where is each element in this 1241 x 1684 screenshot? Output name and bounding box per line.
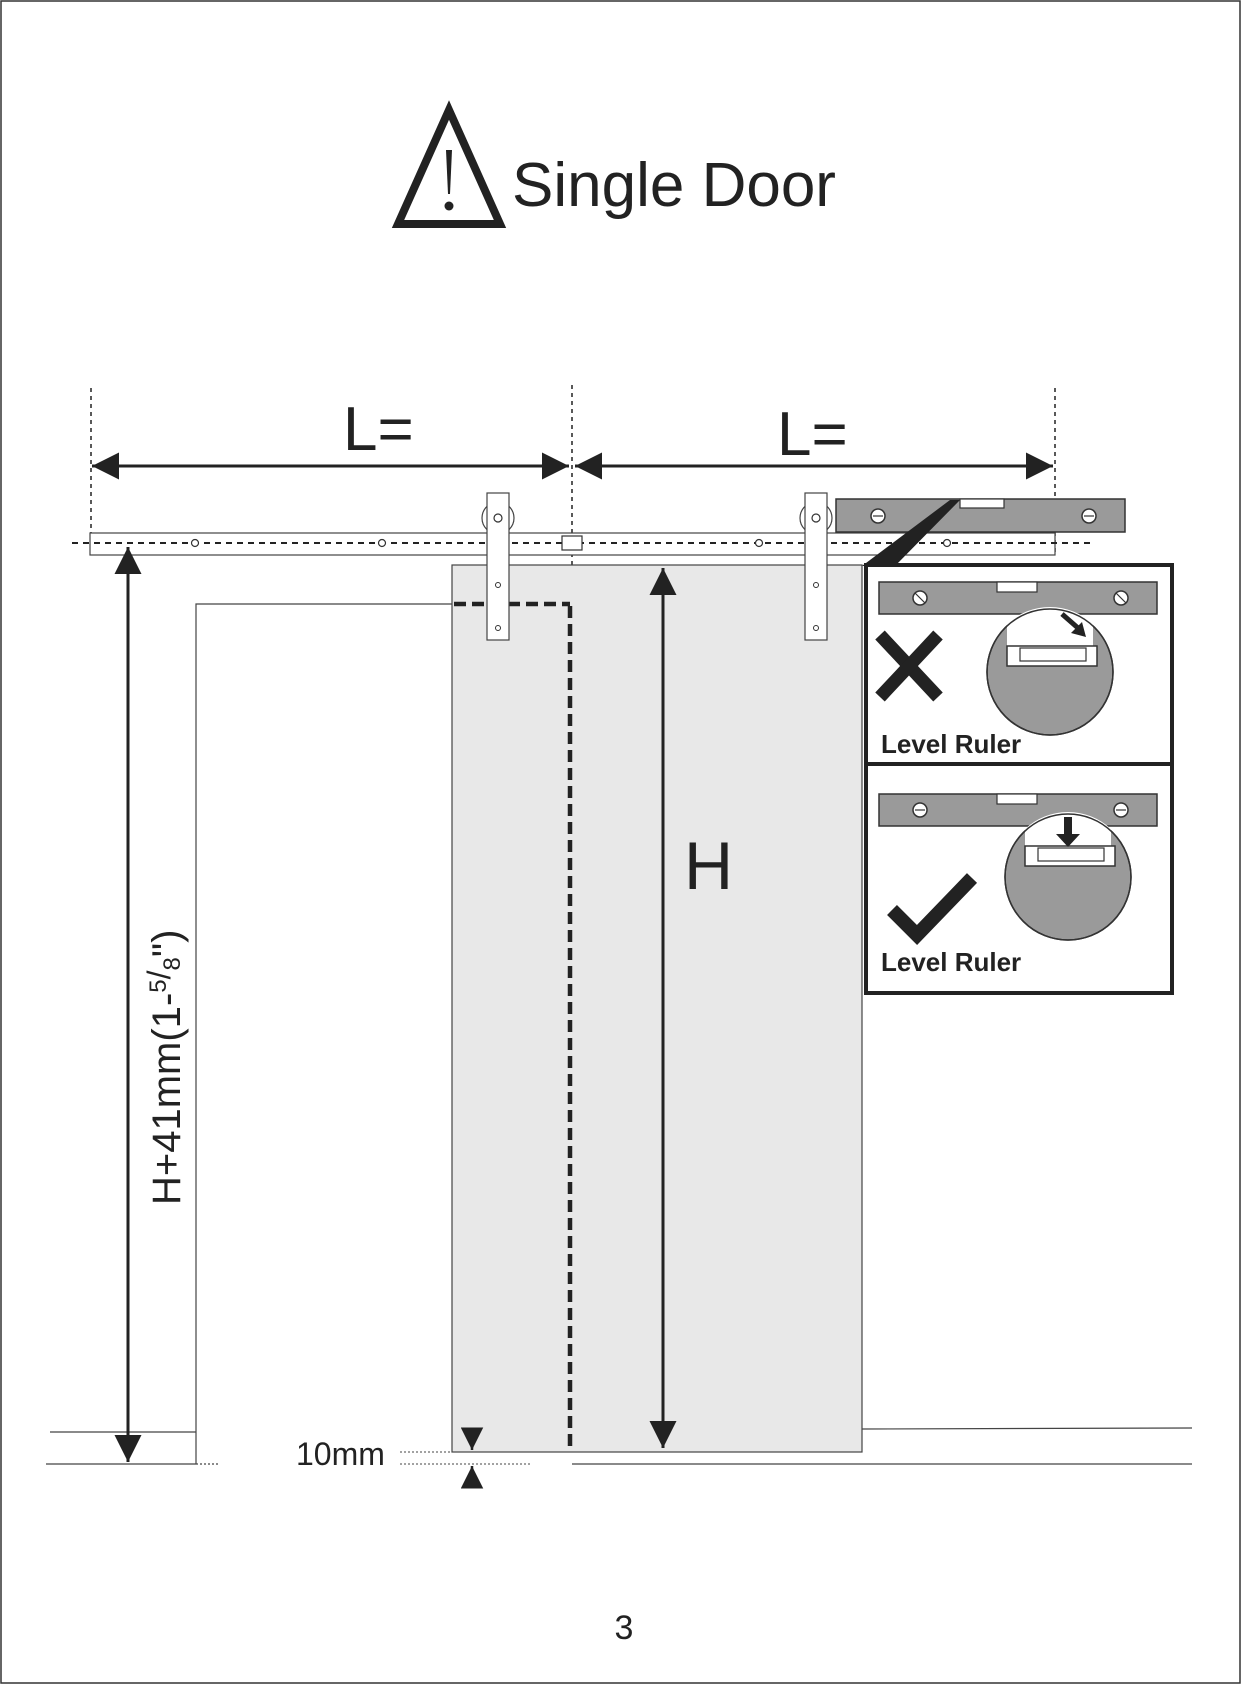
span-dimension: L= L= bbox=[90, 385, 1056, 1448]
door-panel bbox=[451, 564, 863, 1453]
door-height-dimension: H bbox=[649, 568, 733, 1448]
page-title: Single Door bbox=[512, 151, 836, 220]
left-span-label: L= bbox=[343, 395, 414, 464]
checkmark-icon bbox=[887, 873, 978, 945]
total-height-label: H+41mm(1-5/8") bbox=[141, 930, 189, 1205]
level-ruler-callout: Level Ruler Level Ruler bbox=[864, 563, 1174, 995]
level-ruler-on-track bbox=[835, 498, 1126, 566]
hanger-left bbox=[481, 492, 515, 641]
hanger-right bbox=[799, 492, 833, 641]
right-span-label: L= bbox=[777, 400, 848, 469]
level-ruler-label-wrong: Level Ruler bbox=[881, 729, 1021, 759]
opening-edge-dashed bbox=[454, 601, 573, 1450]
level-ruler-panel-correct: Level Ruler bbox=[878, 793, 1158, 977]
floor-gap-dimension: 10mm bbox=[296, 1427, 530, 1489]
floor-gap-label: 10mm bbox=[296, 1436, 385, 1472]
level-ruler-label-correct: Level Ruler bbox=[881, 947, 1021, 977]
total-height-dimension: H+41mm(1-5/8") bbox=[114, 547, 189, 1462]
level-ruler-panel-wrong: Level Ruler bbox=[875, 581, 1158, 759]
track-rail bbox=[72, 532, 1092, 556]
page-number: 3 bbox=[615, 1609, 634, 1647]
callout-pointer bbox=[862, 500, 960, 566]
door-height-label: H bbox=[684, 828, 733, 904]
warning-triangle-icon bbox=[391, 100, 507, 228]
cross-icon bbox=[875, 630, 943, 702]
